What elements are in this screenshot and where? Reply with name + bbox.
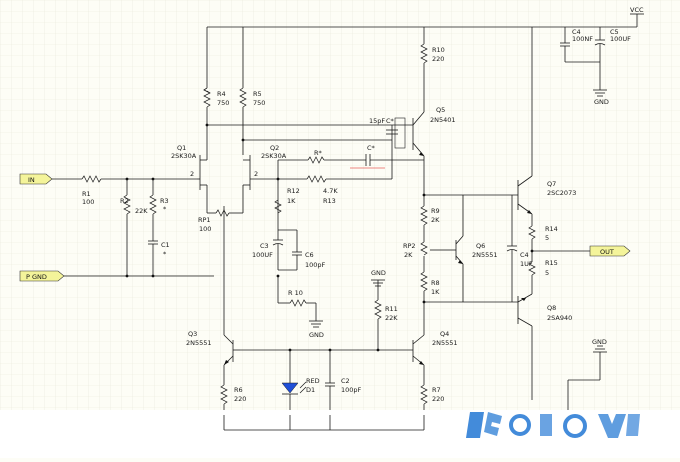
r13-ref: R13 — [323, 197, 336, 205]
rp1-ref: RP1 — [198, 216, 211, 224]
feedback-network: R* C* R12 1K 4.7K R13 C3 100UF C6 100pF … — [252, 140, 424, 339]
r4-ref: R4 — [217, 90, 226, 98]
q8-value: 2SA940 — [547, 314, 572, 322]
r10-value: 220 — [432, 55, 444, 63]
out-port[interactable] — [589, 245, 631, 257]
decoupling-caps: C4 100NF C5 100UF GND — [560, 27, 631, 106]
led-color-label: RED — [306, 377, 320, 385]
r11-value: 22K — [385, 314, 398, 322]
out-label: OUT — [600, 248, 614, 256]
r7-ref: R7 — [432, 386, 441, 394]
input-section: IN P GND R1 100 R2 22K R3 * C1 * — [19, 173, 214, 282]
q3-ref: Q3 — [188, 330, 197, 338]
jfet-pair: R4 750 R5 750 Q1 2SK30A 2 Q2 2SK30A 2 RP… — [171, 27, 413, 335]
rp2-value: 2K — [404, 251, 413, 259]
cstar2-ref: C* — [367, 144, 376, 152]
gnd-label-bias: GND — [371, 269, 386, 277]
q8-ref: Q8 — [547, 304, 556, 312]
in-port[interactable] — [19, 173, 53, 185]
c4b-ref: C4 — [520, 251, 529, 259]
q6-value: 2N5551 — [472, 251, 498, 259]
r8-value: 1K — [431, 288, 440, 296]
r3-value: * — [163, 205, 167, 213]
r6-value: 220 — [234, 395, 246, 403]
r1-ref: R1 — [82, 190, 91, 198]
r12-ref: R12 — [287, 187, 300, 195]
q4-value: 2N5551 — [432, 339, 458, 347]
r15-ref: R15 — [545, 259, 558, 267]
gnd-label-top: GND — [594, 98, 609, 106]
q3-value: 2N5551 — [186, 339, 212, 347]
r3-ref: R3 — [160, 197, 169, 205]
d1-ref: D1 — [306, 386, 315, 394]
q1-value: 2SK30A — [171, 152, 197, 160]
c5-ref: C5 — [610, 28, 619, 36]
cstar-ref: C* — [386, 117, 395, 125]
q7-value: 2SC2073 — [547, 189, 576, 197]
q2-pin: 2 — [254, 170, 258, 178]
watermark-logo — [466, 412, 640, 438]
c1-value: * — [163, 250, 167, 258]
c4b-value: 1UF — [520, 260, 533, 268]
in-label: IN — [28, 176, 35, 184]
c4-top-ref: C4 — [572, 28, 581, 36]
r13-value: 4.7K — [323, 187, 338, 195]
c5-value: 100UF — [610, 35, 631, 43]
gnd-label-mid: GND — [309, 331, 324, 339]
c6-value: 100pF — [305, 261, 326, 269]
q6-ref: Q6 — [476, 242, 485, 250]
r9-value: 2K — [431, 216, 440, 224]
c4-top-value: 100NF — [572, 35, 593, 43]
vcc-label: VCC — [630, 6, 644, 14]
q7-ref: Q7 — [547, 180, 556, 188]
q1-pin: 2 — [190, 170, 194, 178]
r12-value: 1K — [287, 197, 296, 205]
r8-ref: R8 — [431, 279, 440, 287]
r7-value: 220 — [432, 395, 444, 403]
r5-ref: R5 — [253, 90, 262, 98]
q5-value: 2N5401 — [430, 116, 456, 124]
negative-rail-fragments — [223, 415, 425, 431]
led-d1 — [281, 382, 299, 394]
q2-ref: Q2 — [270, 144, 279, 152]
r9-ref: R9 — [431, 207, 440, 215]
rstar-ref: R* — [314, 149, 323, 157]
rp2-ref: RP2 — [403, 242, 416, 250]
r10b-ref: R 10 — [288, 289, 303, 297]
r10-ref: R10 — [432, 46, 445, 54]
output-stage: Q7 2SC2073 R14 5 R15 5 OUT C4 1UF Q8 2SA… — [463, 27, 631, 410]
pgnd-label: P GND — [26, 273, 47, 281]
r14-ref: R14 — [545, 225, 558, 233]
r11-ref: R11 — [385, 305, 398, 313]
r15-value: 5 — [545, 269, 549, 277]
q4-ref: Q4 — [440, 330, 449, 338]
c6-ref: C6 — [305, 251, 314, 259]
pgnd-port[interactable] — [19, 270, 65, 282]
c1-ref: C1 — [161, 241, 170, 249]
c3-ref: C3 — [260, 242, 269, 250]
q5-ref: Q5 — [436, 106, 445, 114]
r2-ref: R2 — [120, 197, 129, 205]
c3-value: 100UF — [252, 251, 273, 259]
r6-ref: R6 — [234, 386, 243, 394]
current-source: GND R11 22K Q3 2N5551 R6 220 RED D1 C2 1… — [186, 269, 458, 415]
c15-value: 15pF — [369, 117, 385, 125]
c2-ref: C2 — [341, 377, 350, 385]
r14-value: 5 — [545, 234, 549, 242]
gnd-label-right: GND — [592, 338, 607, 346]
vas-stage: R10 220 Q5 2N5401 15pF C* R9 2K RP2 2K R… — [369, 27, 498, 304]
q2-value: 2SK30A — [261, 152, 287, 160]
rp1-value: 100 — [199, 225, 211, 233]
r2-value: 22K — [135, 207, 148, 215]
c2-value: 100pF — [341, 386, 362, 394]
r4-value: 750 — [217, 99, 229, 107]
q1-ref: Q1 — [177, 144, 186, 152]
r1-value: 100 — [82, 198, 94, 206]
r5-value: 750 — [253, 99, 265, 107]
